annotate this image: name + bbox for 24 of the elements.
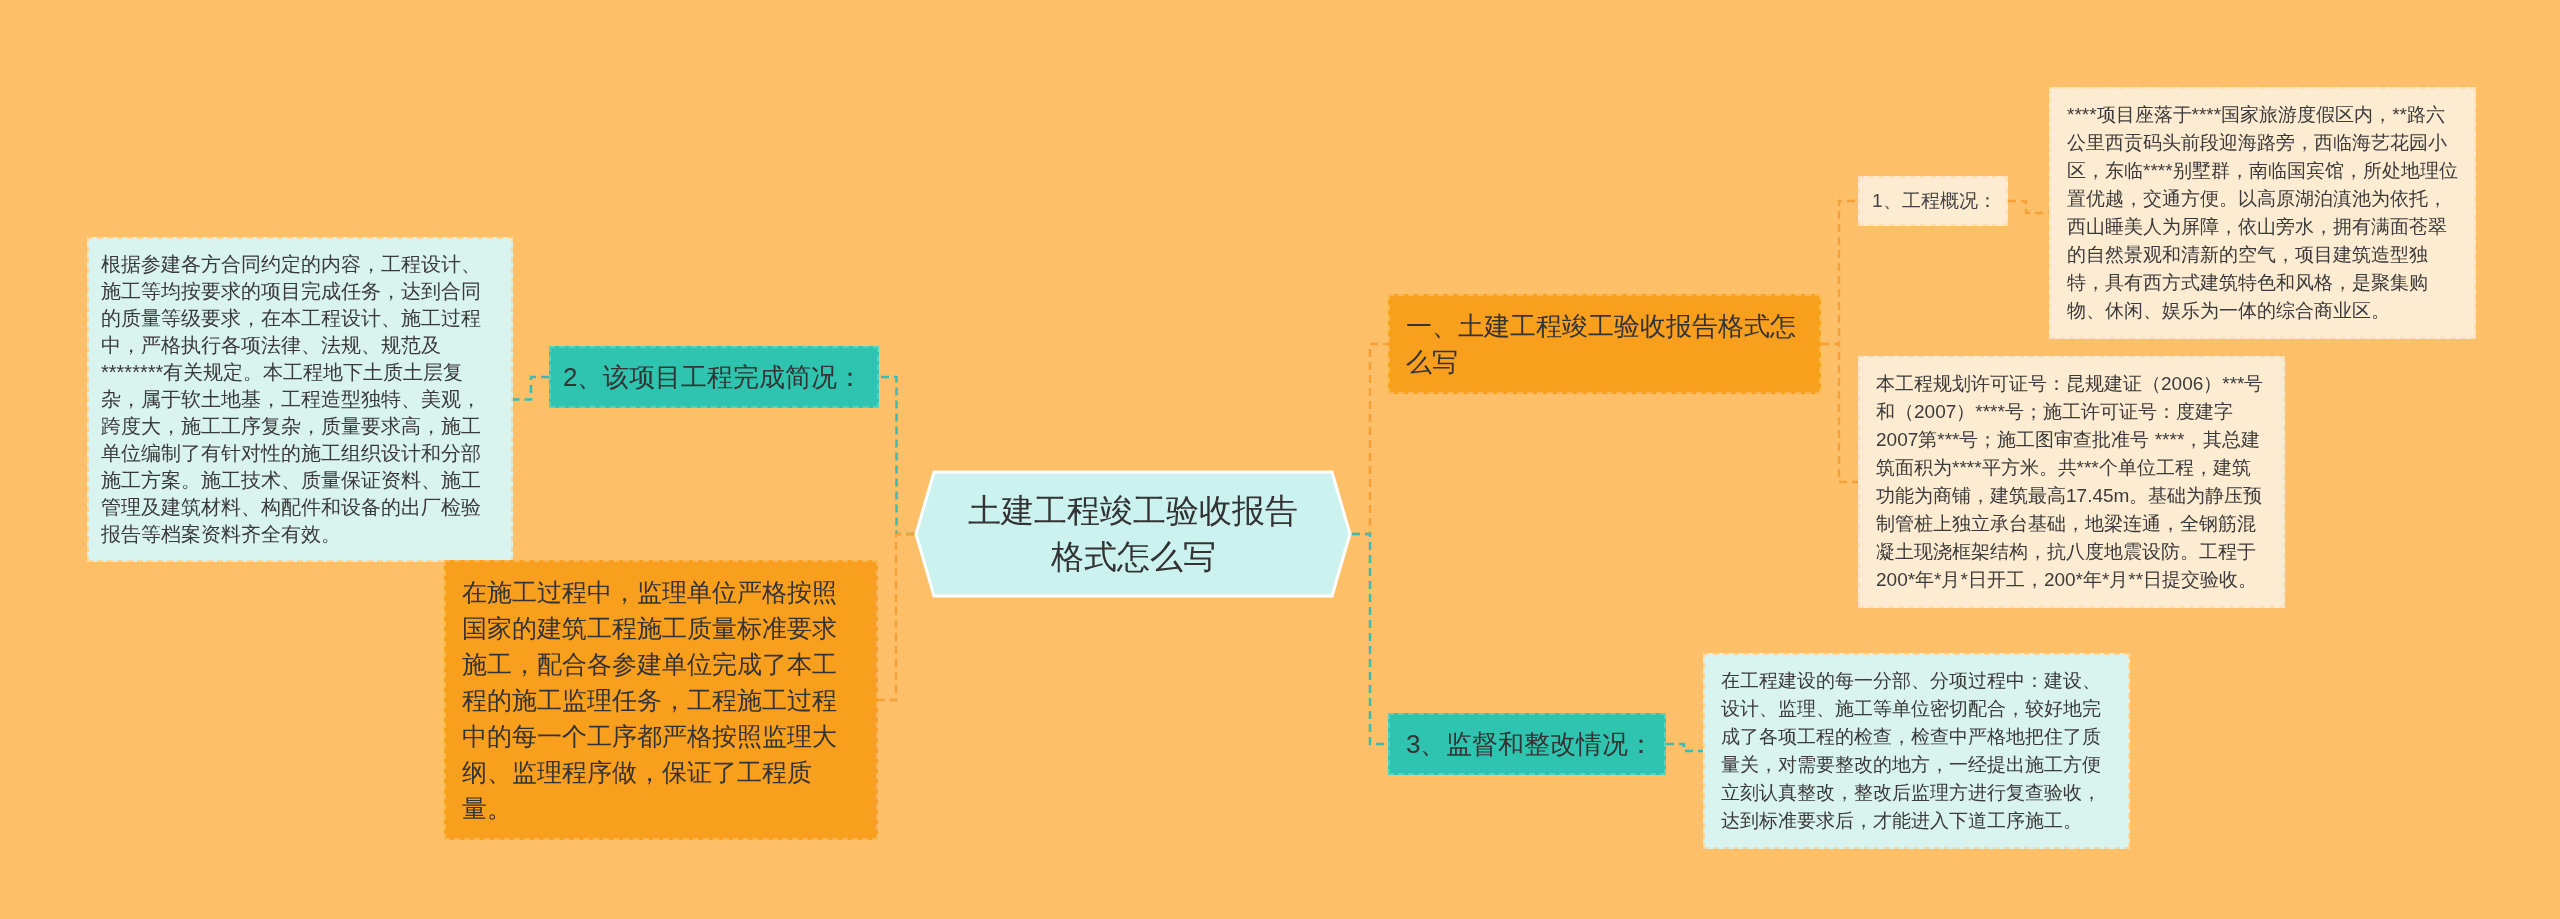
branch-box xyxy=(444,560,878,840)
branch-box xyxy=(1388,294,1821,394)
branch-box xyxy=(549,346,879,408)
topic-text: 一、土建工程竣工验收报告格式怎么写 xyxy=(1406,310,1797,379)
connector-line xyxy=(1666,742,1703,753)
detail-note-box xyxy=(1858,356,2285,608)
topic-text: 3、监督和整改情况： xyxy=(1406,728,1648,761)
detail-note-box xyxy=(2049,87,2476,339)
branch-box xyxy=(1388,713,1666,775)
connector-line xyxy=(513,375,549,401)
topic-text: 根据参建各方合同约定的内容，工程设计、施工等均按要求的项目完成任务，达到合同的质量等级要求，在本工程设计、施工过程中，严格执行各项法律、法规、规范及********有关规定。本工程地下土质土层复杂，属于软土地基，工程造型独特、美观，跨度大，施工工序复杂，质量要求高，施工单位编制了有针对性的施工组织设计和分部施工方案。施工技术、质量保证资料、施工管理及建筑材料、构配件和设备的出厂检验报告等档案资料齐全有效。 xyxy=(101,252,482,547)
connector-line xyxy=(878,532,914,702)
subtopic-box xyxy=(1858,176,2008,226)
topic-text: 2、该项目工程完成简况： xyxy=(563,361,865,394)
topic-text: 本工程规划许可证号：昆规建证（2006）***号和（2007）****号；施工许可证号：度建字2007第***号；施工图审查批准号 ****，其总建筑面积为****平方米。共***个单位工程，建筑功能为商铺，建筑最高17.45m。基础为静压预制管桩上独立承台基础，地梁连通，全钢筋混凝土现浇框架结构，抗八度地震设防。工程于200*年*月*日开工，200*年*月**日提交验收。 xyxy=(1876,372,2265,592)
detail-note-box xyxy=(87,237,513,562)
connector-line xyxy=(1821,342,1858,484)
topic-text: 1、工程概况： xyxy=(1872,189,1994,213)
topic-text: 在工程建设的每一分部、分项过程中：建设、设计、监理、施工等单位密切配合，较好地完成了各项工程的检查，检查中严格地把住了质量关，对需要整改的地方，一经提出施工方便立刻认真整改，整改后监理方进行复查验收，达到标准要求后，才能进入下道工序施工。 xyxy=(1721,669,2102,833)
detail-note-box xyxy=(1703,653,2130,849)
central-topic-hexagon xyxy=(914,470,1352,598)
topic-text: ****项目座落于****国家旅游度假区内，**路六公里西贡码头前段迎海路旁，西临海艺花园小区，东临****别墅群，南临国宾馆，所处地理位置优越，交通方便。以高原湖泊滇池为依托，西山睡美人为屏障，依山旁水，拥有满面苍翠的自然景观和清新的空气，项目建筑造型独特，具有西方式建筑特色和风格，是聚集购物、休闲、娱乐为一体的综合商业区。 xyxy=(2067,103,2458,323)
topic-text: 在施工过程中，监理单位严格按照国家的建筑工程施工质量标准要求施工，配合各参建单位完成了本工程的施工监理任务，工程施工过程中的每一个工序都严格按照监理大纲、监理程序做，保证了工程质量。 xyxy=(462,577,838,824)
topic-text: 土建工程竣工验收报告格式怎么写 xyxy=(967,491,1299,577)
